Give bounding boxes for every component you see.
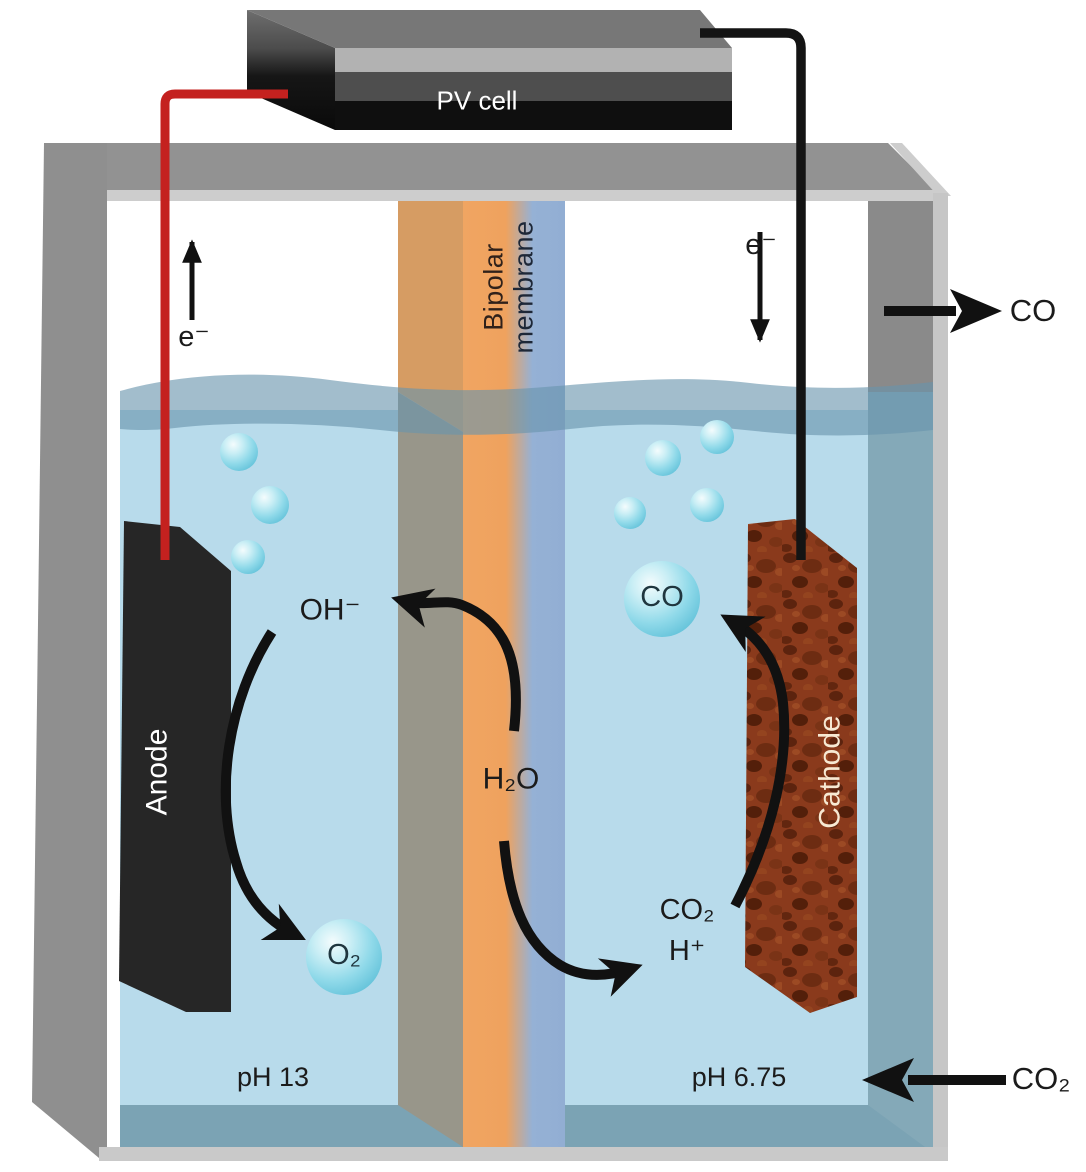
gas-bubble <box>251 486 289 524</box>
ph-right-label: pH 6.75 <box>691 1062 787 1093</box>
anode-plate <box>119 521 231 1012</box>
co2-inlet-arrowhead <box>862 1058 914 1102</box>
membrane-side-face-water <box>398 392 463 1147</box>
wire-cathode-black <box>700 28 806 560</box>
electron-label-right: e⁻ <box>745 229 777 262</box>
gas-bubble <box>645 440 681 476</box>
anode-label: Anode <box>140 728 174 816</box>
arrow-h2o-to-oh <box>391 588 521 732</box>
gas-bubble <box>614 497 646 529</box>
co-outlet-arrowhead <box>950 289 1002 333</box>
gas-bubble <box>690 488 724 522</box>
gas-bubble <box>231 540 265 574</box>
ph-left-label: pH 13 <box>236 1062 310 1093</box>
frame-left <box>32 143 107 1158</box>
co-bubble-label: CO <box>640 581 684 614</box>
frame-top-lip <box>107 190 937 201</box>
pv-cell-side-face <box>247 10 335 130</box>
membrane-floor-edge <box>398 1105 463 1147</box>
co2-inlet-label: CO₂ <box>1011 1060 1071 1096</box>
pv-cell-layer-middle <box>335 72 732 101</box>
oxygen-bubble <box>306 919 382 995</box>
frame-top <box>44 143 938 201</box>
arrow-co2-to-co <box>720 614 790 909</box>
bipolar-membrane-label-line2: membrane <box>508 220 538 354</box>
pv-cell-label: PV cell <box>436 85 518 116</box>
cathode-plate <box>745 519 857 1013</box>
bipolar-membrane-label: Bipolar membrane <box>478 220 538 354</box>
wire-anode-red <box>160 89 288 560</box>
oxygen-label: O₂ <box>327 939 361 972</box>
co-bubble <box>624 561 700 637</box>
gas-bubble <box>700 420 734 454</box>
gas-bubble <box>220 433 258 471</box>
water-surface-band <box>120 374 933 436</box>
frame-top-right-corner <box>890 143 951 196</box>
arrow-h2o-to-co2 <box>499 840 643 997</box>
co-outlet-label: CO <box>1009 292 1057 328</box>
tank-right-wall-underwater <box>868 392 933 1147</box>
frame-right <box>933 193 948 1160</box>
bipolar-membrane-label-line1: Bipolar <box>478 243 509 331</box>
tank-right-wall-inner <box>868 200 933 392</box>
proton-label: H⁺ <box>668 935 706 968</box>
arrow-oh-to-o2 <box>220 629 306 940</box>
electron-label-left: e⁻ <box>178 321 210 354</box>
pv-cell-top-face <box>247 10 732 48</box>
pv-cell-layer-top <box>335 48 732 72</box>
pv-cell-layer-bottom <box>335 101 732 130</box>
co2-species-label: CO₂ <box>659 894 715 927</box>
frame-bottom <box>99 1147 948 1161</box>
membrane-side-face-air <box>398 200 463 432</box>
water-label: H₂O <box>482 762 540 796</box>
hydroxide-label: OH⁻ <box>299 593 361 627</box>
cathode-label: Cathode <box>813 715 847 829</box>
